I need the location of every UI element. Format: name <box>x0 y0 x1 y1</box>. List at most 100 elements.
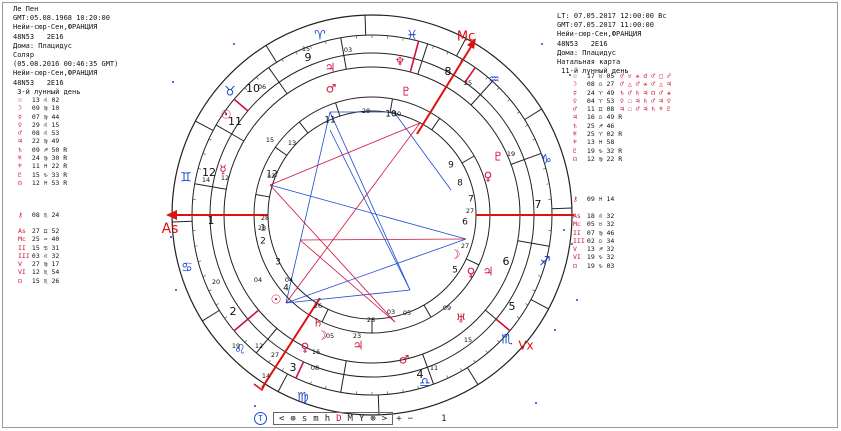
planet-glyph: ♀ <box>301 341 310 355</box>
position-value: 27 ♍ 17 <box>28 260 60 269</box>
time-step-1[interactable]: ⊕ <box>290 413 296 424</box>
zodiac-glyph: ♊ <box>180 171 192 186</box>
inner-degree-label: 03 <box>387 308 395 316</box>
wheel-ring-5 <box>267 110 477 320</box>
outer-degree-label: 15 <box>464 336 472 344</box>
zodiac-glyph: ♎ <box>419 376 431 391</box>
position-row: ♂ 11 ♊ 08 <box>573 105 622 113</box>
time-step-6[interactable]: M <box>347 413 353 424</box>
inner-house-cusp <box>298 121 309 134</box>
degree-tick <box>295 51 298 55</box>
position-value: 12 ♓ 53 R <box>28 178 68 187</box>
position-value: 09 ♍ 10 <box>28 104 60 113</box>
position-glyph: ♃ <box>573 113 577 122</box>
time-step-0[interactable]: < <box>279 413 285 424</box>
info-line: 48N53 2E16 <box>557 39 608 48</box>
inner-degree-label: 27 <box>466 207 474 215</box>
position-value: 19 ♑ 32 <box>583 253 615 262</box>
position-glyph: ♄ <box>18 145 22 154</box>
degree-tick <box>202 275 206 277</box>
inner-degree-label: 27 <box>461 242 469 250</box>
position-row: VI 12 ♏ 54 <box>18 268 59 276</box>
minus-button[interactable]: − <box>407 413 414 424</box>
inner-house-cusp <box>431 118 441 131</box>
time-step-8[interactable]: ⊗ <box>370 413 376 424</box>
zodiac-glyph: ♒ <box>488 73 500 88</box>
inner-degree-label: 15 <box>266 136 274 144</box>
position-value: 25 ♒ 40 <box>28 235 60 244</box>
aspect-line <box>299 238 467 241</box>
outer-degree-label: 19 <box>232 342 240 350</box>
position-row: ♆ 11 ♓ 22 R <box>18 162 67 170</box>
time-step-3[interactable]: m <box>313 413 319 424</box>
planet-glyph: ☽ <box>317 329 328 343</box>
position-value: 09 ♐ 50 R <box>28 145 68 154</box>
sign-divider <box>466 367 479 385</box>
position-row: ☉ 13 ♌ 02 <box>18 96 67 104</box>
position-row: ☊ 15 ♏ 26 <box>18 277 59 285</box>
planet-glyph: ♀ <box>484 170 493 184</box>
position-glyph: Mc <box>573 220 581 229</box>
plus-button[interactable]: + <box>396 413 402 424</box>
inner-house-number: 11 <box>324 116 335 126</box>
ascendant-arrow <box>166 210 177 220</box>
position-value: 22 ♍ 49 <box>28 137 60 146</box>
aspect-grid-row: ♃ ☐ ♂ ♃ ♄ ♆ ♇ <box>620 105 671 114</box>
inner-degree-label: 28 <box>258 224 266 232</box>
outer-degree-label: 19 <box>507 150 515 158</box>
inner-house-cusp <box>423 304 432 318</box>
info-line: Дома: Плацидус <box>557 48 617 57</box>
time-step-7[interactable]: Y <box>358 413 365 424</box>
position-glyph: ♆ <box>573 138 577 147</box>
aspect-line <box>285 238 467 304</box>
transit-circle-button[interactable]: T <box>254 412 267 425</box>
aspect-line <box>393 111 452 191</box>
position-glyph: ☿ <box>573 88 577 97</box>
aspect-line <box>285 111 331 304</box>
position-value: 11 ♊ 08 <box>583 105 615 114</box>
degree-tick <box>244 87 248 91</box>
info-line: 48N53 2E16 <box>13 78 64 87</box>
degree-tick <box>310 45 312 49</box>
position-value: 15 ♋ 31 <box>28 243 60 252</box>
outer-house-number: 9 <box>305 51 312 64</box>
planet-glyph: ♀ <box>467 266 476 280</box>
position-value: 15 ♑ 33 R <box>28 170 68 179</box>
position-value: 13 ♐ 32 <box>583 245 615 254</box>
time-step-5[interactable]: D <box>336 413 342 424</box>
position-row: ☽ 08 ♎ 27 <box>573 80 622 88</box>
time-step-2[interactable]: s <box>301 413 308 424</box>
position-value: 12 ♏ 54 <box>28 268 60 277</box>
planet-glyph: ♇ <box>493 150 504 164</box>
position-row: ☊ 12 ♓ 53 R <box>18 179 67 187</box>
aspect-grid-row: ♂ △ ♂ ⚹ ♂ △ ♃ <box>620 80 671 89</box>
zodiac-glyph: ♉ <box>224 85 236 100</box>
position-glyph: VI <box>18 268 26 277</box>
red-cusp-mark <box>295 361 305 379</box>
zodiac-glyph: ♐ <box>539 255 551 270</box>
degree-tick <box>281 368 284 372</box>
aspect-line <box>269 122 421 186</box>
position-value: 12 ♍ 22 R <box>583 154 623 163</box>
position-row: Mc 25 ♒ 40 <box>18 235 59 243</box>
position-glyph: ♃ <box>18 137 22 146</box>
aspect-line <box>329 111 411 291</box>
degree-tick <box>496 339 500 343</box>
degree-tick <box>417 385 419 389</box>
position-glyph: ♂ <box>573 105 577 114</box>
info-line: Соляр <box>13 51 35 60</box>
outer-house-cusp <box>340 37 347 70</box>
position-value: 08 ♎ 27 <box>583 80 615 89</box>
left-extra-list: ⚷ 08 ♏ 24 <box>18 211 59 219</box>
time-step-4[interactable]: h <box>324 413 331 424</box>
time-step-9[interactable]: > <box>381 413 388 424</box>
inner-degree-label: 05 <box>403 309 411 317</box>
inner-house-cusp <box>321 309 329 323</box>
outer-house-cusp <box>417 43 429 75</box>
planet-glyph: ♃ <box>325 61 336 75</box>
marker-dot <box>569 74 571 76</box>
